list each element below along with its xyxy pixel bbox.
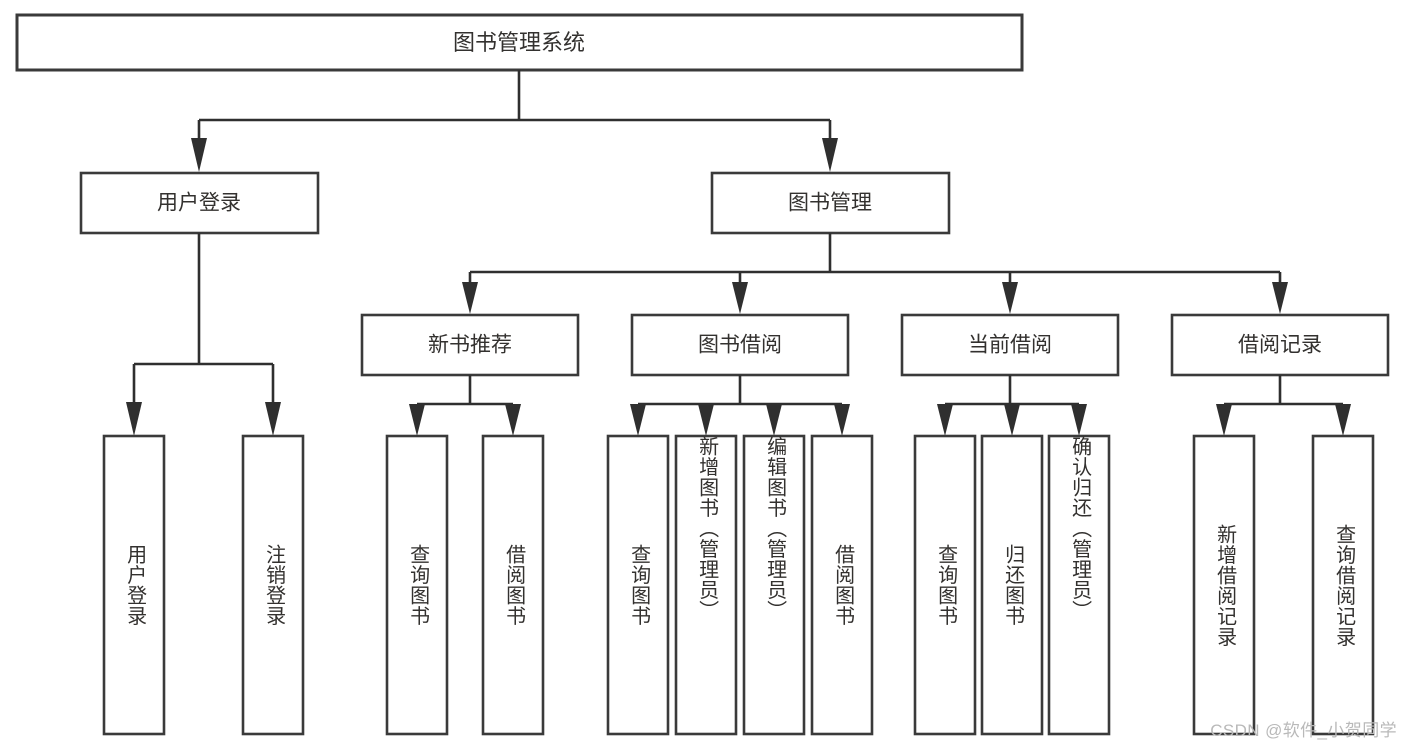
arrow-root-to-book-manage	[822, 138, 838, 172]
connector-borrow-record-to-leaves	[1216, 375, 1351, 436]
watermark: CSDN @软件_小贺同学	[1210, 721, 1397, 740]
leaf-box-current-borrow-2[interactable]	[980, 434, 1044, 736]
arrow-current-borrow-leaf-2	[1004, 404, 1020, 436]
connector-root-to-level1	[191, 70, 838, 172]
node-borrow-record-label: 借阅记录	[1238, 334, 1322, 357]
arrow-user-login-leaf-2	[265, 402, 281, 436]
leaf-box-current-borrow-1[interactable]	[913, 434, 977, 736]
node-current-borrow[interactable]: 当前借阅	[900, 313, 1120, 377]
node-current-borrow-box[interactable]	[900, 313, 1120, 377]
node-book-borrow[interactable]: 图书借阅	[630, 313, 850, 377]
node-borrow-record[interactable]: 借阅记录	[1170, 313, 1390, 377]
leaf-box-current-borrow-3[interactable]	[1047, 434, 1111, 736]
node-root[interactable]: 图书管理系统	[15, 13, 1024, 72]
leaf-box-borrow-record-1[interactable]	[1192, 434, 1256, 736]
arrow-book-borrow-leaf-1	[630, 404, 646, 436]
node-user-login[interactable]: 用户登录	[79, 171, 320, 235]
arrow-book-manage-to-borrow-record	[1272, 282, 1288, 314]
connector-book-borrow-to-leaves	[630, 375, 850, 436]
node-root-label: 图书管理系统	[453, 30, 585, 55]
arrow-borrow-record-leaf-2	[1335, 404, 1351, 436]
node-book-manage-box[interactable]	[710, 171, 951, 235]
node-new-book-recommend-label: 新书推荐	[428, 334, 512, 357]
node-new-book-recommend-box[interactable]	[360, 313, 580, 377]
connector-new-book-to-leaves	[409, 375, 521, 436]
node-new-book-recommend[interactable]: 新书推荐	[360, 313, 580, 377]
arrow-current-borrow-leaf-3	[1071, 404, 1087, 436]
leaf-box-borrow-record-2[interactable]	[1311, 434, 1375, 736]
leaf-box-book-borrow-2[interactable]	[674, 434, 738, 736]
leaf-box-book-borrow-4[interactable]	[810, 434, 874, 736]
leaf-box-book-borrow-1[interactable]	[606, 434, 670, 736]
node-borrow-record-box[interactable]	[1170, 313, 1390, 377]
arrow-book-manage-to-new-book	[462, 282, 478, 314]
leaf-box-user-login-2[interactable]	[241, 434, 305, 736]
arrow-book-borrow-leaf-4	[834, 404, 850, 436]
node-book-borrow-label: 图书借阅	[698, 334, 782, 357]
leaf-box-user-login-1[interactable]	[102, 434, 166, 736]
arrow-current-borrow-leaf-1	[937, 404, 953, 436]
arrow-user-login-leaf-1	[126, 402, 142, 436]
arrow-root-to-user-login	[191, 138, 207, 172]
leaf-box-book-borrow-3[interactable]	[742, 434, 806, 736]
arrow-new-book-leaf-2	[505, 404, 521, 436]
connector-book-manage-to-level2	[462, 233, 1288, 314]
arrow-book-borrow-leaf-3	[766, 404, 782, 436]
node-user-login-label: 用户登录	[157, 192, 241, 215]
node-root-box[interactable]	[15, 13, 1024, 72]
leaf-box-new-book-2[interactable]	[481, 434, 545, 736]
node-current-borrow-label: 当前借阅	[968, 334, 1052, 357]
connector-user-login-to-leaves	[126, 233, 281, 436]
arrow-new-book-leaf-1	[409, 404, 425, 436]
arrow-book-manage-to-current-borrow	[1002, 282, 1018, 314]
arrow-book-manage-to-book-borrow	[732, 282, 748, 314]
node-book-manage-label: 图书管理	[788, 192, 872, 215]
node-book-borrow-box[interactable]	[630, 313, 850, 377]
arrow-book-borrow-leaf-2	[698, 404, 714, 436]
leaf-box-new-book-1[interactable]	[385, 434, 449, 736]
connector-current-borrow-to-leaves	[937, 375, 1087, 436]
arrow-borrow-record-leaf-1	[1216, 404, 1232, 436]
node-book-manage[interactable]: 图书管理	[710, 171, 951, 235]
